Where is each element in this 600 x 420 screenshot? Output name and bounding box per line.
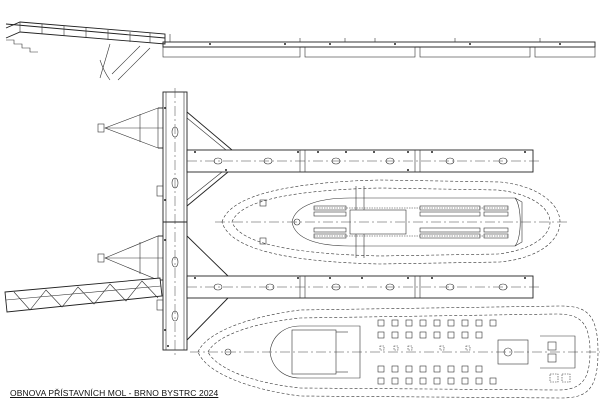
upper-mooring-bracket [97, 107, 163, 149]
lower-boat-seats [377, 319, 571, 385]
upper-boat-seats [313, 205, 509, 239]
side-elevation-view [5, 21, 596, 81]
plan-view [4, 88, 600, 399]
gangway-elevation [5, 21, 166, 81]
lower-finger-pier [186, 275, 540, 299]
pontoon-elevation [162, 34, 596, 58]
upper-boat-outline [215, 179, 570, 265]
diagonal-braces [186, 111, 233, 341]
lower-boat-outline [190, 305, 600, 399]
upper-finger-pier [186, 149, 540, 173]
lower-mooring-bracket [97, 235, 163, 281]
gangway-plan [4, 277, 163, 313]
drawing-caption: OBNOVA PŘÍSTAVNÍCH MOL - BRNO BYSTRC 202… [10, 388, 219, 398]
pier-spine [156, 88, 188, 355]
